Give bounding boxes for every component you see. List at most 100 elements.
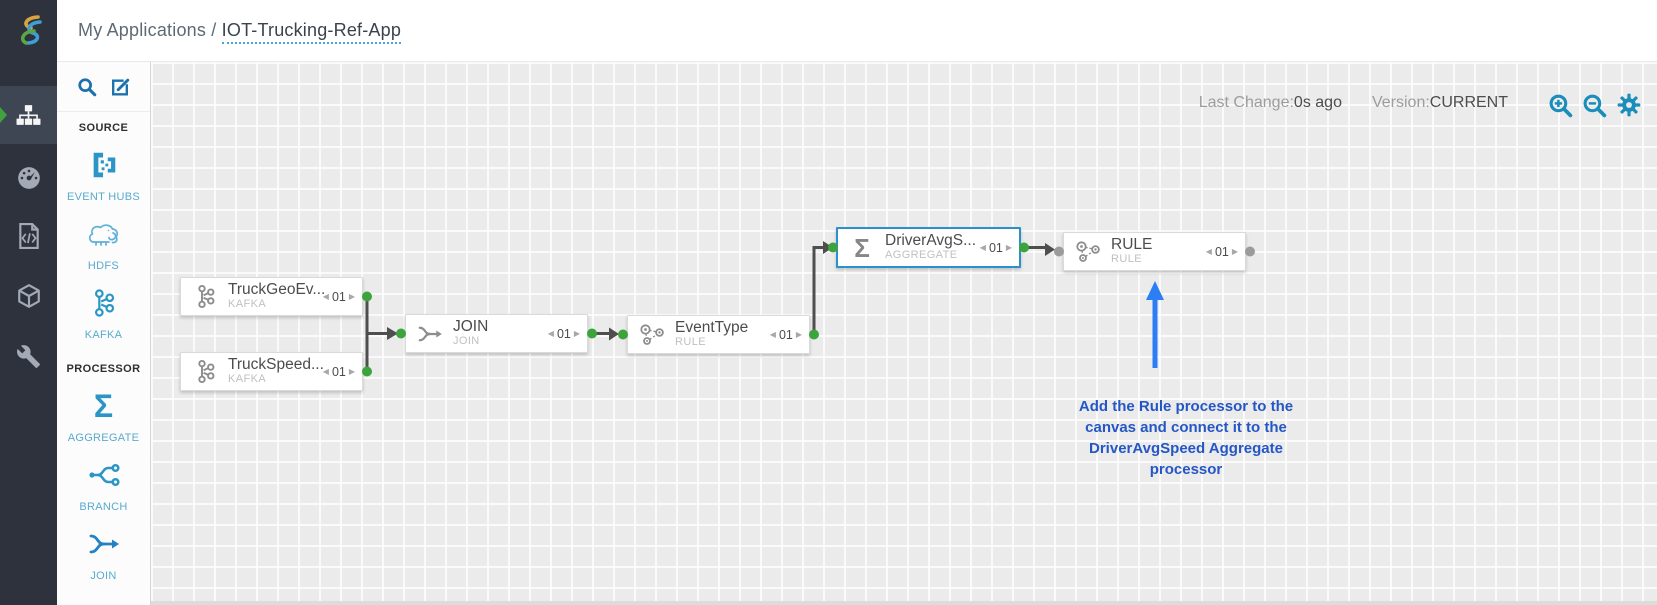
wrench-icon: [16, 344, 40, 368]
zoom-in-icon[interactable]: [1548, 93, 1573, 118]
palette-item-label: KAFKA: [84, 329, 123, 341]
sidebar-item-configuration[interactable]: [0, 327, 57, 385]
palette-item-aggregate[interactable]: Σ AGGREGATE: [57, 388, 150, 444]
palette-item-label: JOIN: [90, 570, 117, 582]
palette-item-label: BRANCH: [79, 501, 128, 513]
palette-item-branch[interactable]: BRANCH: [57, 457, 150, 513]
annotation-line: DriverAvgSpeed Aggregate: [1089, 440, 1283, 457]
hdfs-elephant-icon: [86, 216, 122, 252]
palette-item-join[interactable]: JOIN: [57, 526, 150, 582]
node-subtitle: KAFKA: [228, 298, 267, 311]
next-version-icon[interactable]: ▶: [348, 367, 355, 376]
tutorial-annotation: Add the Rule processor to the canvas and…: [1046, 396, 1326, 480]
kafka-icon: [91, 285, 116, 321]
node-subtitle: RULE: [675, 336, 706, 349]
last-change: Last Change:0s ago: [1199, 94, 1342, 112]
model-cube-icon: [17, 284, 40, 308]
rule-icon: [1073, 240, 1103, 263]
prev-version-icon[interactable]: ◀: [322, 367, 329, 376]
palette-item-hdfs[interactable]: HDFS: [57, 216, 150, 272]
custom-code-icon: [18, 223, 39, 249]
kafka-icon: [190, 359, 220, 384]
canvas-toolbar: [1548, 92, 1642, 118]
prev-version-icon[interactable]: ◀: [769, 330, 776, 339]
version: Version:CURRENT: [1372, 94, 1508, 112]
node-subtitle: JOIN: [453, 335, 480, 348]
join-icon: [88, 526, 120, 562]
node-title: EventType: [675, 319, 749, 337]
next-version-icon[interactable]: ▶: [795, 330, 802, 339]
kafka-icon: [190, 284, 220, 309]
settings-gear-icon[interactable]: [1616, 92, 1642, 118]
node-title: TruckGeoEv...: [228, 281, 326, 299]
aggregate-sigma-icon: Σ: [93, 388, 114, 424]
prev-version-icon[interactable]: ◀: [547, 329, 554, 338]
palette-toolbar: [57, 62, 150, 112]
prev-version-icon[interactable]: ◀: [1205, 247, 1212, 256]
palette-item-event-hubs[interactable]: EVENT HUBS: [57, 147, 150, 203]
branch-icon: [88, 457, 120, 493]
palette-section-source: SOURCE: [78, 122, 129, 134]
topology-canvas[interactable]: Last Change:0s ago Version:CURRENT: [151, 62, 1657, 605]
canvas-bottom-edge: [151, 601, 1657, 605]
palette-item-label: EVENT HUBS: [66, 191, 141, 203]
breadcrumb: My Applications / IOT-Trucking-Ref-App: [78, 20, 402, 44]
breadcrumb-app-name[interactable]: IOT-Trucking-Ref-App: [221, 20, 402, 44]
canvas-node-truckspeedevent[interactable]: TruckSpeed...KAFKA ◀01▶: [180, 352, 363, 391]
version-number: 01: [778, 327, 793, 342]
sidebar-item-dashboard[interactable]: [0, 149, 57, 207]
sidebar-item-model-registry[interactable]: [0, 267, 57, 325]
node-subtitle: AGGREGATE: [885, 249, 958, 262]
palette-item-label: HDFS: [87, 260, 120, 272]
next-version-icon[interactable]: ▶: [1005, 243, 1012, 252]
app-logo[interactable]: [0, 0, 57, 62]
node-title: TruckSpeed...: [228, 356, 324, 374]
annotation-line: Add the Rule processor to the: [1078, 398, 1294, 415]
node-subtitle: KAFKA: [228, 373, 267, 386]
dashboard-gauge-icon: [17, 167, 40, 189]
palette-section-processor: PROCESSOR: [66, 363, 141, 375]
palette-item-kafka[interactable]: KAFKA: [57, 285, 150, 341]
annotation-line: canvas and connect it to the: [1085, 419, 1287, 436]
version-number: 01: [1214, 244, 1229, 259]
rule-icon: [637, 323, 667, 346]
prev-version-icon[interactable]: ◀: [322, 292, 329, 301]
canvas-node-driveravgspeed[interactable]: Σ DriverAvgS...AGGREGATE ◀01▶: [836, 227, 1021, 268]
breadcrumb-my-applications[interactable]: My Applications: [78, 20, 207, 40]
canvas-statusbar: Last Change:0s ago Version:CURRENT: [1199, 94, 1508, 112]
node-title: JOIN: [453, 318, 489, 336]
connector-layer: [362, 241, 1255, 377]
node-title: DriverAvgS...: [885, 232, 977, 250]
page-header: My Applications / IOT-Trucking-Ref-App: [57, 0, 1657, 62]
sidebar-item-custom-processor[interactable]: [0, 207, 57, 265]
zoom-out-icon[interactable]: [1582, 93, 1607, 118]
version-value: CURRENT: [1429, 94, 1508, 111]
next-version-icon[interactable]: ▶: [1231, 247, 1238, 256]
streamline-logo-icon: [20, 15, 42, 45]
component-palette: SOURCE EVENT HUBS HDFS: [57, 62, 151, 605]
version-number: 01: [556, 326, 571, 341]
sidebar-item-topologies[interactable]: [0, 86, 57, 144]
last-change-label: Last Change:: [1198, 94, 1294, 111]
join-icon: [415, 323, 445, 345]
palette-item-label: AGGREGATE: [67, 432, 140, 444]
app-sidebar: [0, 0, 57, 605]
topology-icon: [16, 104, 41, 125]
version-number: 01: [331, 364, 346, 379]
next-version-icon[interactable]: ▶: [348, 292, 355, 301]
canvas-node-truckgeoevent[interactable]: TruckGeoEv...KAFKA ◀01▶: [180, 277, 363, 316]
annotation-arrow: [1146, 281, 1164, 368]
edit-icon[interactable]: [110, 77, 130, 97]
event-hubs-icon: [88, 147, 120, 183]
search-icon[interactable]: [77, 77, 97, 97]
version-number: 01: [331, 289, 346, 304]
next-version-icon[interactable]: ▶: [573, 329, 580, 338]
breadcrumb-separator: /: [211, 20, 217, 40]
prev-version-icon[interactable]: ◀: [979, 243, 986, 252]
version-label: Version:: [1371, 94, 1430, 111]
node-title: RULE: [1111, 236, 1153, 254]
annotation-line: processor: [1149, 461, 1223, 478]
